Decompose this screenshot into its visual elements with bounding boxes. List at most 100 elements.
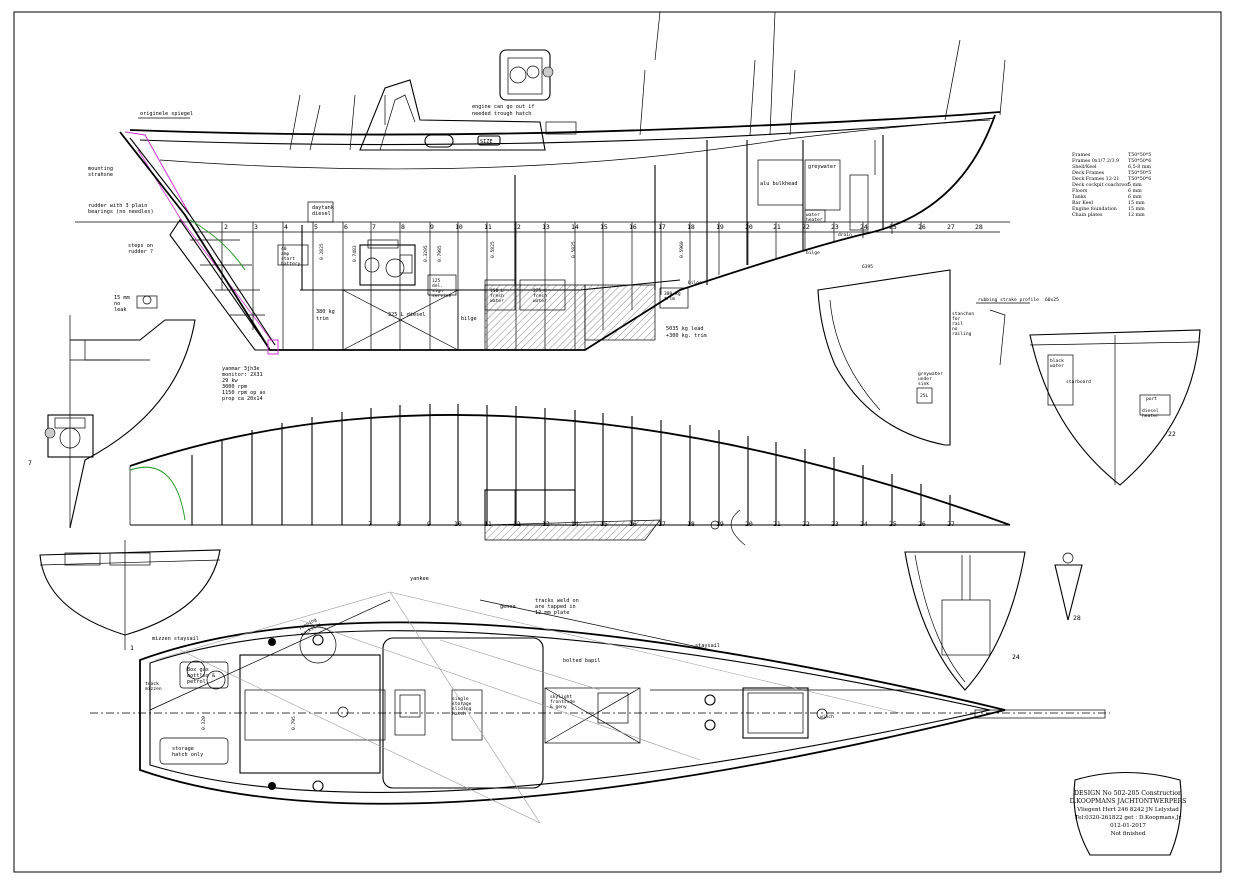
svg-text:needed trough hatch: needed trough hatch bbox=[472, 111, 531, 117]
svg-text:bilge: bilge bbox=[688, 280, 702, 286]
svg-text:6 mm: 6 mm bbox=[1128, 194, 1142, 200]
svg-text:no: no bbox=[114, 301, 120, 307]
svg-text:rudder ?: rudder ? bbox=[128, 249, 153, 255]
engine-detail-top bbox=[499, 49, 554, 101]
svg-text:yanmar 3jh3e: yanmar 3jh3e bbox=[222, 366, 259, 372]
svg-text:17: 17 bbox=[658, 520, 666, 528]
deck-plan: yankee genoa tracks weld on are tapped i… bbox=[90, 576, 1110, 824]
svg-text:25: 25 bbox=[889, 520, 897, 528]
svg-text:bottles &: bottles & bbox=[187, 673, 216, 679]
aft-section-left bbox=[69, 315, 196, 529]
svg-text:24: 24 bbox=[860, 520, 868, 528]
svg-text:275 L: 275 L bbox=[533, 288, 547, 294]
svg-text:port: port bbox=[1146, 396, 1157, 402]
svg-text:15: 15 bbox=[600, 520, 608, 528]
svg-text:strahsne: strahsne bbox=[88, 172, 113, 178]
svg-text:battery: battery bbox=[281, 261, 301, 267]
svg-text:6,5-8 mm: 6,5-8 mm bbox=[1128, 164, 1151, 170]
svg-text:amp: amp bbox=[281, 252, 290, 257]
section-22: 22 bbox=[1168, 430, 1176, 438]
svg-text:14: 14 bbox=[571, 520, 579, 528]
section-7: 7 bbox=[28, 459, 32, 467]
svg-text:7: 7 bbox=[368, 520, 372, 528]
svg-text:trim: trim bbox=[664, 296, 675, 302]
svg-text:diesel: diesel bbox=[1142, 408, 1159, 414]
svg-text:24: 24 bbox=[860, 223, 868, 231]
sheet-border bbox=[13, 11, 1222, 873]
label-spiegel: originele spiegel bbox=[140, 111, 193, 117]
svg-text:are tapped in: are tapped in bbox=[535, 604, 576, 610]
svg-text:monitor: 2X31: monitor: 2X31 bbox=[222, 372, 263, 378]
svg-text:17: 17 bbox=[658, 223, 666, 231]
svg-text:13: 13 bbox=[542, 520, 550, 528]
svg-text:3000 rpm: 3000 rpm bbox=[222, 384, 247, 390]
svg-text:18: 18 bbox=[687, 520, 695, 528]
svg-text:20: 20 bbox=[745, 520, 753, 528]
svg-text:8: 8 bbox=[397, 520, 401, 528]
svg-text:12: 12 bbox=[513, 520, 521, 528]
svg-text:stanchon: stanchon bbox=[952, 311, 974, 317]
svg-text:Not finished: Not finished bbox=[1111, 831, 1146, 837]
svg-text:6: 6 bbox=[344, 223, 348, 231]
svg-text:27: 27 bbox=[947, 223, 955, 231]
svg-text:10: 10 bbox=[455, 223, 463, 231]
svg-text:6 mm: 6 mm bbox=[1128, 188, 1142, 194]
svg-text:trim: trim bbox=[316, 316, 329, 322]
svg-text:13: 13 bbox=[542, 223, 550, 231]
engine-profile bbox=[359, 239, 416, 286]
svg-text:sliding: sliding bbox=[452, 706, 472, 712]
svg-text:2: 2 bbox=[224, 223, 228, 231]
svg-text:& geny: & geny bbox=[550, 704, 567, 710]
svg-text:bolted bapil: bolted bapil bbox=[563, 658, 600, 664]
svg-text:380 kg: 380 kg bbox=[316, 309, 335, 315]
svg-text:diesel: diesel bbox=[312, 211, 331, 217]
plan-frame-posts bbox=[191, 404, 951, 525]
svg-text:150 L: 150 L bbox=[490, 288, 504, 294]
svg-text:T50*50*5: T50*50*5 bbox=[1128, 170, 1151, 176]
svg-text:rudder with 3 plain: rudder with 3 plain bbox=[88, 203, 147, 209]
svg-text:fresh: fresh bbox=[533, 293, 547, 299]
section-28: 28 bbox=[1054, 552, 1083, 622]
svg-text:21: 21 bbox=[773, 520, 781, 528]
svg-text:0.320: 0.320 bbox=[201, 716, 207, 730]
svg-text:Frames 0x1/7,2/3,9: Frames 0x1/7,2/3,9 bbox=[1072, 158, 1119, 164]
svg-text:5035 kg lead: 5035 kg lead bbox=[666, 326, 703, 332]
svg-text:steps on: steps on bbox=[128, 243, 153, 249]
svg-text:40: 40 bbox=[281, 246, 287, 252]
svg-text:petrol: petrol bbox=[187, 679, 206, 685]
svg-text:Frames: Frames bbox=[1072, 152, 1091, 158]
svg-text:9: 9 bbox=[427, 520, 431, 528]
svg-text:1: 1 bbox=[130, 644, 134, 652]
svg-text:22: 22 bbox=[802, 520, 810, 528]
svg-text:bilge: bilge bbox=[806, 250, 820, 256]
svg-text:12: 12 bbox=[513, 223, 521, 231]
svg-text:15 mm: 15 mm bbox=[1128, 200, 1145, 206]
svg-text:18: 18 bbox=[687, 223, 695, 231]
winch-icons bbox=[268, 626, 828, 792]
section-1: 1 bbox=[39, 540, 221, 652]
svg-text:012-01-2017: 012-01-2017 bbox=[1110, 823, 1146, 829]
svg-text:19: 19 bbox=[716, 223, 724, 231]
svg-text:winch: winch bbox=[820, 714, 834, 720]
svg-text:fresh: fresh bbox=[490, 293, 504, 299]
svg-text:10: 10 bbox=[454, 520, 462, 528]
svg-text:starboard: starboard bbox=[1066, 379, 1091, 385]
svg-text:under: under bbox=[918, 376, 932, 382]
svg-text:rubbing strake profile: rubbing strake profile bbox=[978, 297, 1039, 303]
svg-text:1150 rpm op as: 1150 rpm op as bbox=[222, 390, 266, 396]
svg-text:mounting: mounting bbox=[88, 166, 113, 172]
svg-text:24: 24 bbox=[1012, 653, 1020, 661]
svg-text:28: 28 bbox=[975, 223, 983, 231]
svg-text:325 L diesel: 325 L diesel bbox=[388, 312, 425, 318]
svg-text:11: 11 bbox=[484, 223, 492, 231]
section-24: 24 bbox=[904, 551, 1026, 691]
svg-text:start: start bbox=[281, 256, 295, 262]
profile-frame-numbers: 2 3 4 5 6 7 8 9 10 11 12 13 14 15 16 17 … bbox=[224, 223, 983, 231]
svg-text:Chain plates: Chain plates bbox=[1072, 212, 1103, 218]
svg-text:25: 25 bbox=[889, 223, 897, 231]
svg-text:Bar Keel: Bar Keel bbox=[1072, 200, 1093, 206]
svg-text:3: 3 bbox=[254, 223, 258, 231]
svg-text:greywater: greywater bbox=[808, 164, 836, 170]
svg-text:yankee: yankee bbox=[410, 576, 429, 582]
